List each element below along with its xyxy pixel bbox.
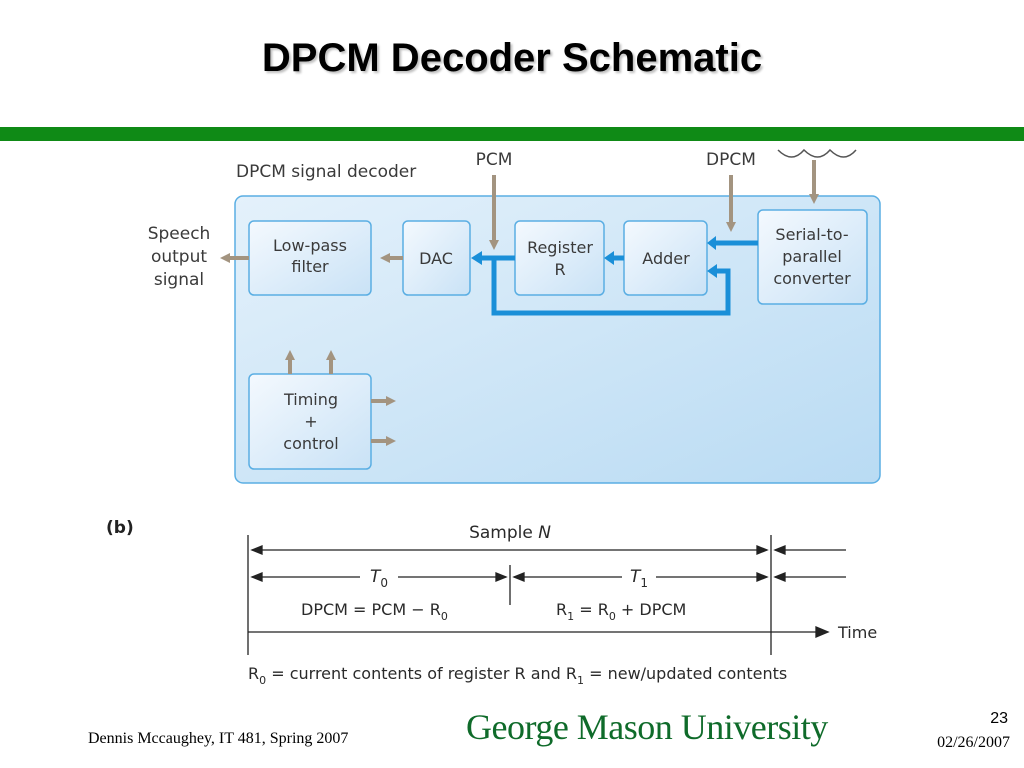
block-register: Register R bbox=[514, 220, 605, 296]
timing-line-1: Timing bbox=[283, 390, 338, 409]
title-divider-bar bbox=[0, 127, 1024, 141]
panel-label: DPCM signal decoder bbox=[236, 162, 416, 182]
speech-line-3: signal bbox=[154, 270, 204, 290]
footer-date: 02/26/2007 bbox=[937, 734, 1010, 751]
decoder-panel bbox=[234, 195, 881, 484]
register-note: R0 = current contents of register R and … bbox=[248, 664, 787, 687]
t0-label: T0 bbox=[370, 567, 388, 590]
page-number: 23 bbox=[990, 710, 1008, 727]
register-line-1: Register bbox=[527, 238, 593, 257]
block-serial-to-parallel: Serial-to- parallel converter bbox=[757, 209, 868, 305]
adder-label: Adder bbox=[642, 249, 690, 268]
blue-data-path bbox=[471, 236, 758, 316]
block-timing-control: Timing + control bbox=[248, 373, 372, 470]
block-adder: Adder bbox=[623, 220, 708, 296]
equation-dpcm: DPCM = PCM − R0 bbox=[301, 600, 448, 623]
dpcm-label: DPCM bbox=[706, 150, 756, 170]
footer-author: Dennis Mccaughey, IT 481, Spring 2007 bbox=[88, 730, 349, 747]
slide-title: DPCM Decoder Schematic bbox=[261, 36, 763, 80]
tan-control-arrows bbox=[220, 160, 819, 446]
university-logo: George Mason University bbox=[466, 707, 828, 747]
dac-label: DAC bbox=[419, 249, 453, 268]
timing-line-3: control bbox=[283, 434, 338, 453]
timing-line-2: + bbox=[304, 412, 317, 431]
s2p-line-1: Serial-to- bbox=[775, 225, 848, 244]
block-low-pass-filter: Low-pass filter bbox=[248, 220, 372, 296]
speech-line-1: Speech bbox=[148, 224, 211, 244]
lpf-line-2: filter bbox=[291, 257, 329, 276]
timing-lines bbox=[247, 535, 846, 655]
register-line-2: R bbox=[554, 260, 565, 279]
pcm-label: PCM bbox=[476, 150, 513, 170]
block-dac: DAC bbox=[402, 220, 471, 296]
sample-n-label: Sample N bbox=[469, 523, 551, 543]
decoder-diagram: DPCM signal decoder Low-pass filter DAC … bbox=[106, 148, 881, 687]
speech-line-2: output bbox=[151, 247, 207, 267]
time-axis-label: Time bbox=[837, 623, 877, 642]
equation-r1: R1 = R0 + DPCM bbox=[556, 600, 686, 623]
t1-label: T1 bbox=[630, 567, 648, 590]
s2p-line-2: parallel bbox=[782, 247, 842, 266]
lpf-line-1: Low-pass bbox=[273, 236, 347, 255]
s2p-line-3: converter bbox=[773, 269, 851, 288]
part-b-label: (b) bbox=[106, 518, 134, 538]
input-line-icon bbox=[777, 148, 857, 158]
